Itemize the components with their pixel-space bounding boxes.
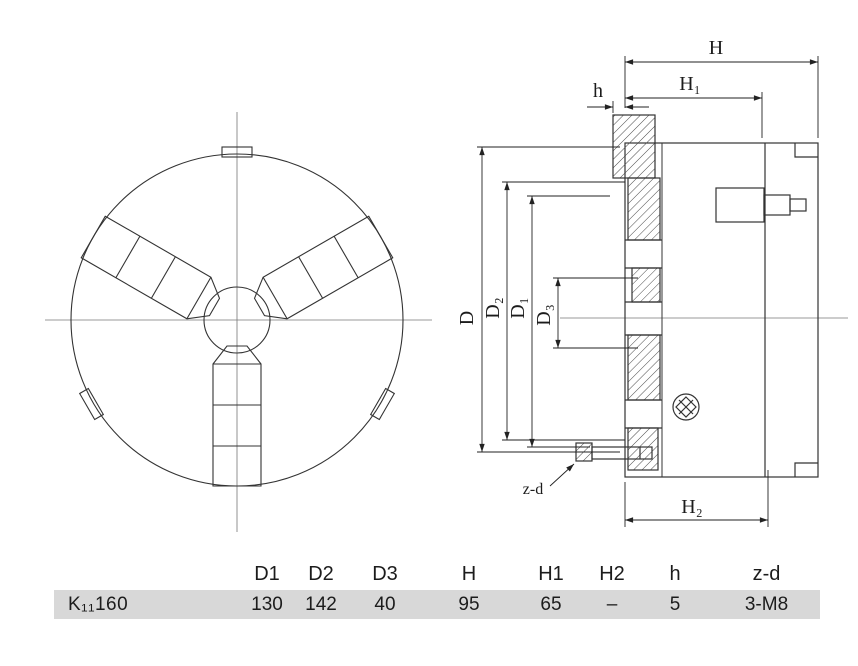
label-H1: H₁ (679, 73, 700, 95)
label-D1: D₁ (507, 297, 529, 318)
value-h: 5 (669, 593, 681, 615)
dimension-labels: H H₁ h H₂ D D₂ D₁ D₃ z-d (456, 37, 723, 518)
label-zd: z-d (523, 481, 543, 498)
col-header-D1: D1 (254, 562, 280, 585)
value-zd: 3-M8 (744, 593, 789, 615)
col-header-H2: H2 (599, 562, 625, 585)
label-H2: H₂ (681, 496, 702, 518)
zd-leader-arrow (549, 463, 575, 487)
spec-table-header-row: D1 D2 D3 H H1 H2 h z-d (54, 558, 820, 590)
chuck-jaw-bottom (212, 345, 262, 487)
label-D2: D₂ (482, 297, 504, 318)
flange-upper-hatched (627, 177, 661, 241)
label-h: h (593, 80, 603, 102)
flange-middle-hatched (631, 267, 661, 303)
value-H: 95 (458, 593, 480, 615)
col-header-H1: H1 (538, 562, 564, 585)
value-D1: 130 (251, 593, 283, 615)
chuck-body-section (624, 142, 819, 478)
mounting-lug-lower-left (78, 387, 105, 421)
value-D3: 40 (374, 593, 396, 615)
model-name: K₁₁160 (68, 593, 129, 615)
value-H1: 65 (540, 593, 562, 615)
side-section-view (560, 114, 848, 478)
label-D3: D₃ (533, 304, 555, 325)
col-header-h: h (669, 562, 681, 585)
label-D: D (456, 311, 478, 325)
col-header-D3: D3 (372, 562, 398, 585)
chuck-jaw-upper-left (80, 215, 221, 320)
mounting-lug-lower-right (369, 387, 396, 421)
spec-table: D1 D2 D3 H H1 H2 h z-d K₁₁160 130 142 40… (54, 558, 820, 619)
value-H2: – (606, 593, 618, 615)
flange-bottom-hatched (627, 427, 659, 471)
mounting-lug-top (221, 146, 253, 158)
screw-hole-detail (672, 393, 700, 421)
value-D2: 142 (305, 593, 337, 615)
flange-lower-hatched (627, 334, 661, 401)
front-view (45, 112, 432, 532)
col-header-H: H (461, 562, 477, 585)
label-H: H (709, 37, 723, 59)
jaw-section-hatched (612, 114, 656, 179)
chuck-jaw-upper-right (253, 215, 394, 320)
col-header-D2: D2 (308, 562, 334, 585)
spec-table-data-row: K₁₁160 130 142 40 95 65 – 5 3-M8 (54, 590, 820, 619)
chuck-center-hole (203, 286, 271, 354)
dimension-lines (477, 56, 819, 527)
col-header-zd: z-d (752, 562, 781, 585)
wrench-socket (715, 187, 807, 223)
